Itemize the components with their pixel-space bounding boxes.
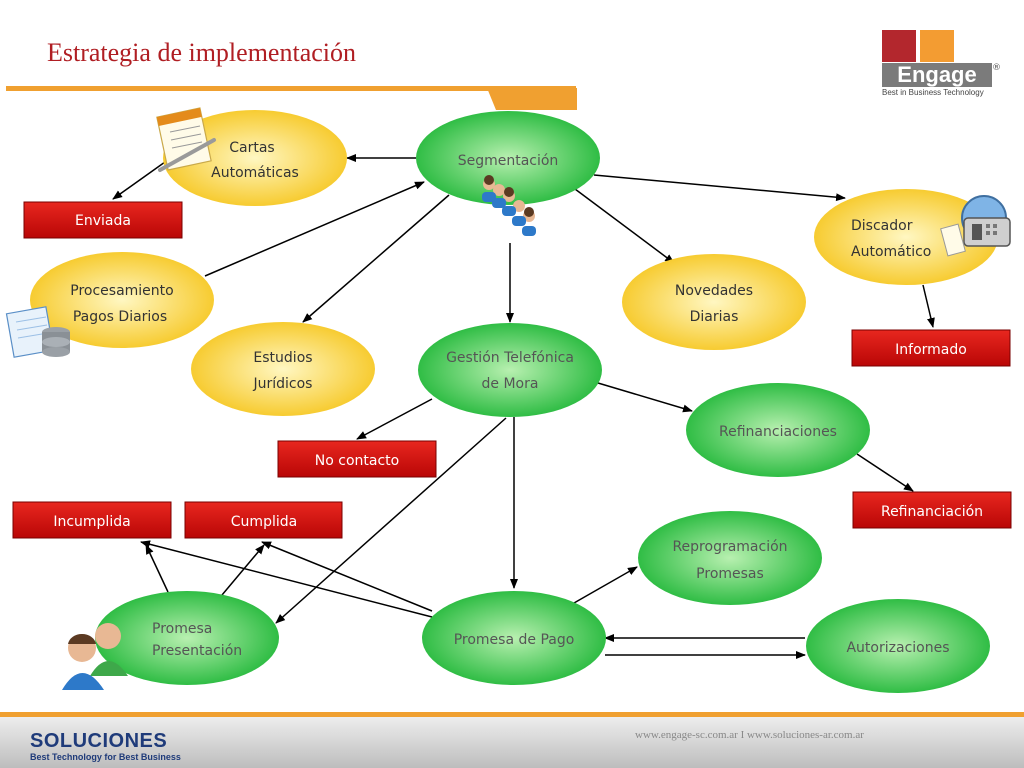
connectors: [112, 154, 935, 659]
arrow-discador-informado: [922, 284, 935, 328]
node-novedades-line1: Novedades: [675, 283, 753, 299]
status-cumplida-label: Cumplida: [231, 514, 297, 530]
footer-accent-line: [0, 712, 1024, 717]
node-novedades: Novedades Diarias: [622, 254, 806, 350]
soluciones-logo-word: SOLUCIONES: [30, 730, 168, 752]
arrow-promesapago-cumplida: [261, 541, 433, 612]
status-incumplida-label: Incumplida: [53, 514, 130, 530]
engage-logo: Engage ® Best in Business Technology: [882, 30, 1002, 100]
node-promesa-presentacion: Promesa Presentación: [95, 591, 279, 685]
node-cartas: Cartas Automáticas: [163, 110, 347, 206]
soluciones-logo-tagline: Best Technology for Best Business: [30, 752, 181, 762]
node-reprogramacion-line1: Reprogramación: [672, 539, 787, 555]
status-informado-label: Informado: [895, 342, 967, 358]
logo-orange-square: [920, 30, 954, 62]
node-promesa-presentacion-line2: Presentación: [152, 643, 242, 659]
node-promesa-pago: Promesa de Pago: [422, 591, 606, 685]
arrow-segmentacion-estudios: [302, 194, 450, 323]
node-reprogramacion: Reprogramación Promesas: [638, 511, 822, 605]
arrow-gestion-nocontacto: [356, 398, 433, 440]
node-estudios-line1: Estudios: [253, 350, 312, 366]
arrow-promesapresentacion-incumplida: [145, 544, 169, 593]
arrow-promesapago-incumplida: [140, 540, 433, 618]
logo-word: Engage: [882, 63, 992, 87]
letter-document-icon: [156, 107, 216, 172]
arrow-procesamiento-segmentacion: [204, 181, 425, 277]
people-group-icon: [482, 175, 536, 236]
node-estudios-line2: Jurídicos: [253, 376, 313, 392]
node-cartas-line1: Cartas: [229, 140, 274, 156]
node-discador-line1: Discador: [851, 218, 913, 234]
status-cumplida: Cumplida: [184, 501, 343, 539]
node-promesa-presentacion-line1: Promesa: [152, 621, 212, 637]
footer-urls: www.engage-sc.com.ar I www.soluciones-ar…: [635, 729, 864, 741]
logo-tagline: Best in Business Technology: [882, 88, 984, 97]
arrow-segmentacion-novedades: [574, 188, 675, 264]
status-refinanciacion: Refinanciación: [852, 491, 1012, 529]
node-segmentacion: Segmentación: [416, 111, 600, 205]
node-cartas-line2: Automáticas: [211, 165, 299, 181]
phone-headset-icon: [940, 195, 1011, 257]
node-discador-line2: Automático: [851, 244, 931, 260]
node-procesamiento-line2: Pagos Diarios: [73, 309, 167, 325]
soluciones-logo: SOLUCIONES Best Technology for Best Busi…: [30, 730, 181, 762]
node-refinanciaciones-line1: Refinanciaciones: [719, 424, 837, 440]
arrow-segmentacion-discador: [593, 174, 846, 202]
two-people-icon: [62, 623, 128, 690]
footer-bar: [0, 712, 1024, 768]
database-spreadsheet-icon: [5, 306, 70, 358]
node-gestion-line2: de Mora: [482, 376, 539, 392]
node-discador: Discador Automático: [814, 189, 998, 285]
status-boxes: Enviada Informado No contacto Refinancia…: [12, 201, 1012, 539]
node-estudios: Estudios Jurídicos: [191, 322, 375, 416]
arrow-refinanciaciones-refinanciacion: [856, 453, 914, 492]
status-enviada: Enviada: [23, 201, 183, 239]
page-title: Estrategia de implementación: [47, 38, 356, 67]
arrow-promesapresentacion-cumplida: [221, 544, 265, 596]
status-refinanciacion-label: Refinanciación: [881, 504, 983, 520]
node-reprogramacion-line2: Promesas: [696, 566, 764, 582]
status-incumplida: Incumplida: [12, 501, 172, 539]
node-gestion-line1: Gestión Telefónica: [446, 350, 574, 366]
logo-registered: ®: [992, 63, 1001, 73]
arrow-gestion-promesapresentacion: [275, 417, 507, 624]
status-no-contacto-label: No contacto: [315, 453, 399, 469]
node-segmentacion-line1: Segmentación: [458, 153, 559, 169]
title-underline-tab: [487, 88, 577, 110]
node-procesamiento-line1: Procesamiento: [70, 283, 173, 299]
status-informado: Informado: [851, 329, 1011, 367]
node-procesamiento: Procesamiento Pagos Diarios: [30, 252, 214, 348]
node-promesa-pago-line1: Promesa de Pago: [454, 632, 575, 648]
logo-red-square: [882, 30, 916, 62]
nodes: Cartas Automáticas Segmentación Discador…: [30, 110, 998, 693]
arrow-cartas-enviada: [112, 161, 166, 200]
status-enviada-label: Enviada: [75, 213, 131, 229]
node-autorizaciones-line1: Autorizaciones: [846, 640, 949, 656]
arrow-promesapago-reprogramacion: [573, 566, 638, 604]
node-refinanciaciones: Refinanciaciones: [686, 383, 870, 477]
status-no-contacto: No contacto: [277, 440, 437, 478]
node-autorizaciones: Autorizaciones: [806, 599, 990, 693]
node-novedades-line2: Diarias: [690, 309, 739, 325]
title-underline: [6, 86, 576, 91]
node-gestion: Gestión Telefónica de Mora: [418, 323, 602, 417]
arrow-gestion-refinanciaciones: [597, 382, 693, 413]
